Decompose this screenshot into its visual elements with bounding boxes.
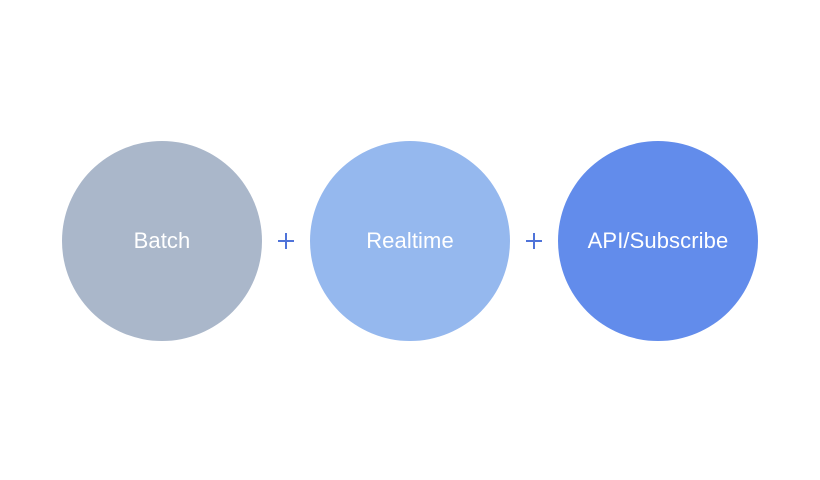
batch-circle: Batch — [62, 141, 262, 341]
realtime-circle: Realtime — [310, 141, 510, 341]
realtime-label: Realtime — [366, 228, 454, 253]
batch-label: Batch — [133, 228, 191, 253]
api-subscribe-label: API/Subscribe — [587, 228, 729, 253]
plus-icon — [524, 231, 544, 251]
plus-icon — [276, 231, 296, 251]
api-subscribe-circle: API/Subscribe — [558, 141, 758, 341]
